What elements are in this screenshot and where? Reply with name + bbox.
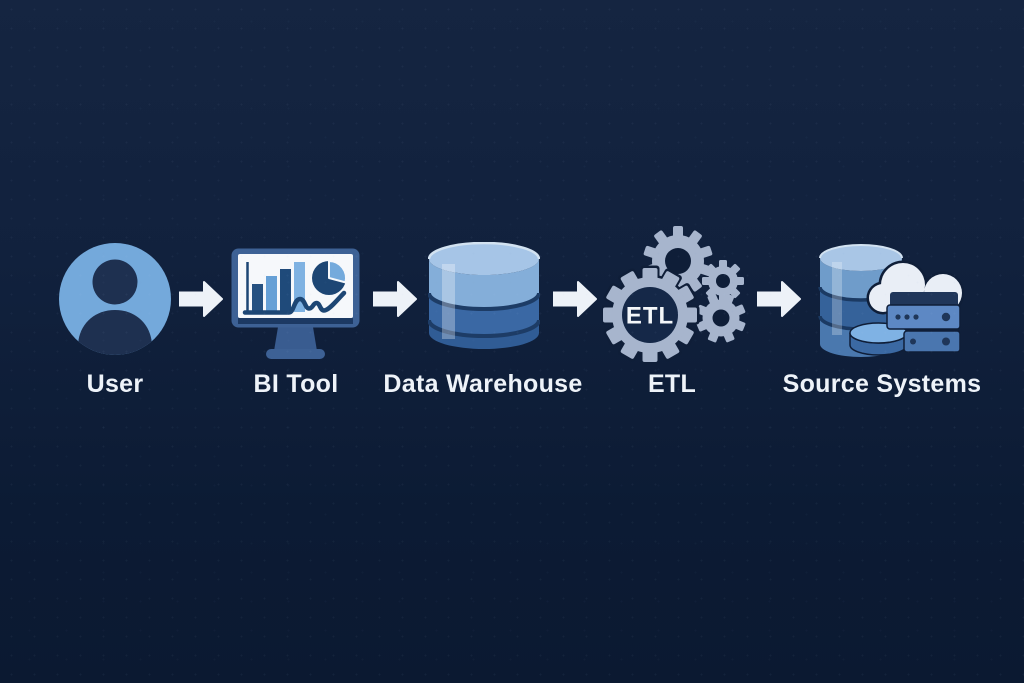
node-etl: ETL — [600, 225, 752, 373]
flow-arrow-right-3 — [553, 281, 597, 317]
gears-icon: ETL — [600, 226, 746, 365]
user-avatar-icon — [59, 243, 171, 355]
database-cloud-servers-icon — [818, 244, 965, 357]
server-stack-icon — [886, 292, 961, 353]
node-label-user: User — [86, 370, 144, 398]
etl-gear-text: ETL — [626, 303, 674, 330]
node-data-warehouse — [427, 241, 541, 350]
monitor-dashboard-icon — [231, 248, 360, 359]
flow-arrow-right-2 — [373, 281, 417, 317]
node-user — [58, 242, 172, 356]
node-label-etl: ETL — [647, 370, 697, 398]
node-source-systems — [815, 240, 965, 360]
node-label-source-systems: Source Systems — [782, 370, 982, 398]
flow-arrow-right-4 — [757, 281, 801, 317]
node-label-data-warehouse: Data Warehouse — [383, 370, 583, 398]
node-label-bi-tool: BI Tool — [253, 370, 339, 398]
node-bi-tool — [231, 248, 361, 360]
database-cylinder-icon — [427, 241, 541, 349]
flow-arrow-right-1 — [179, 281, 223, 317]
